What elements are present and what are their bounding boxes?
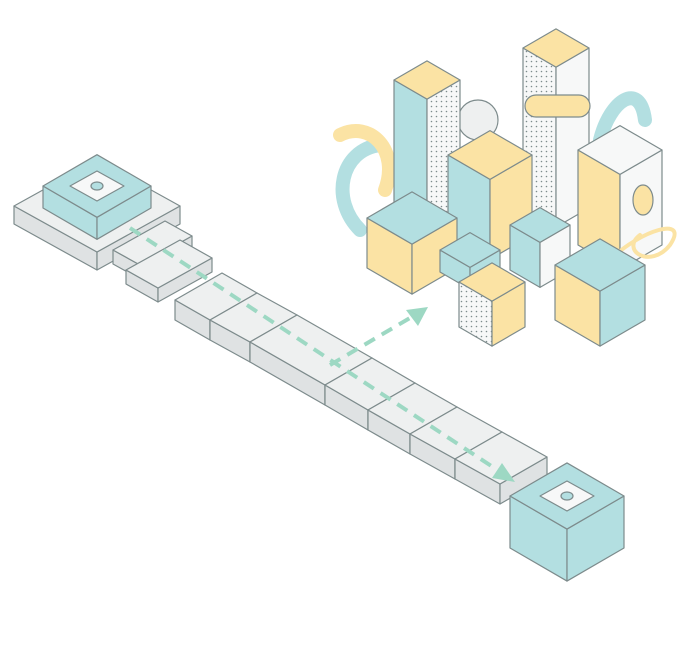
planter-box bbox=[366, 191, 458, 295]
main-arrow-line bbox=[128, 226, 507, 477]
plant-leaf-1 bbox=[335, 138, 387, 237]
bar-segment-7-top bbox=[454, 431, 548, 485]
center-box-top-face bbox=[447, 130, 533, 180]
plant-leaf-3 bbox=[593, 91, 652, 147]
branch-arrow-line bbox=[328, 313, 417, 367]
speckled-box-top-face bbox=[577, 125, 663, 175]
spiral-ribbon bbox=[608, 226, 677, 262]
bar-segment-7 bbox=[454, 431, 548, 505]
branch-arrow-head bbox=[406, 307, 428, 326]
teal-cube-top-face bbox=[554, 238, 646, 292]
destination-cube bbox=[509, 462, 625, 582]
main-arrow-head bbox=[492, 463, 515, 482]
small-pillar bbox=[509, 207, 571, 288]
box-hole bbox=[632, 184, 654, 216]
arrows bbox=[128, 226, 515, 482]
planter-box-top-face bbox=[366, 191, 458, 245]
dotted-cube bbox=[458, 262, 526, 347]
step-2 bbox=[125, 239, 213, 303]
block-path bbox=[13, 154, 548, 505]
city-cluster bbox=[333, 28, 677, 347]
dotted-cube-top-face bbox=[458, 262, 526, 302]
tall-tower-right-top-face bbox=[522, 28, 590, 68]
teal-slab-top-face bbox=[439, 232, 501, 268]
center-box bbox=[447, 130, 533, 260]
step-2-top bbox=[125, 239, 213, 289]
chip-dot bbox=[560, 491, 574, 501]
teal-cube bbox=[554, 238, 646, 347]
small-pillar-top-face bbox=[509, 207, 571, 243]
tube bbox=[524, 94, 591, 118]
plant-leaf-2 bbox=[333, 124, 396, 197]
chip-dot bbox=[90, 181, 104, 191]
tall-tower-left-top-face bbox=[393, 60, 461, 100]
